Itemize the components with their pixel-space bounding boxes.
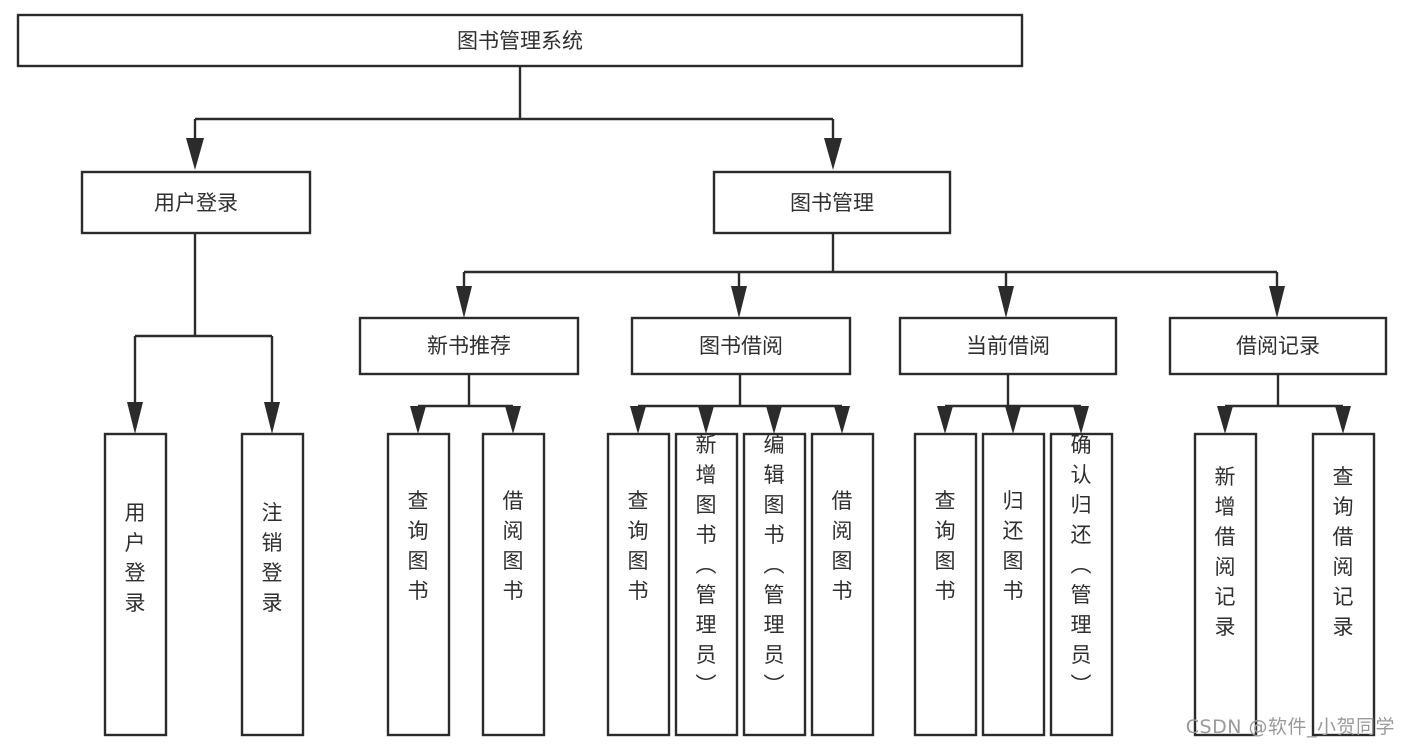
connector-group (127, 66, 1351, 434)
node-current-borrow-box[interactable] (898, 316, 1118, 376)
leaf-user-login-label: 用户登录 (125, 501, 146, 615)
arrow-current-borrow (998, 286, 1014, 318)
node-root-label: 图书管理系统 (457, 29, 583, 53)
leaf-bookborrow-query-book-box[interactable] (606, 432, 671, 737)
node-book-management-box[interactable] (712, 170, 952, 235)
node-book-management-label: 图书管理 (790, 191, 874, 215)
node-new-book-recommend[interactable]: 新书推荐 (358, 316, 580, 376)
node-book-borrow[interactable]: 图书借阅 (630, 316, 852, 376)
node-user-login-label: 用户登录 (154, 191, 238, 215)
arrow-leaf-user-login (127, 402, 143, 434)
leaf-currentborrow-confirm-return-label: 确认归还︵管理员︶ (1071, 433, 1092, 697)
leaf-bookborrow-edit-book-label: 编辑图书︵管理员︶ (764, 433, 785, 697)
arrow-book-borrow (731, 286, 747, 318)
node-new-book-recommend-label: 新书推荐 (427, 334, 511, 358)
arrow-currentborrow-leaf3 (1073, 406, 1089, 434)
leaf-user-login-box[interactable] (103, 432, 168, 737)
leaf-logout-label: 注销登录 (262, 501, 283, 615)
leaf-bookborrow-borrow-book-box[interactable] (810, 432, 875, 737)
node-root-box[interactable] (16, 13, 1024, 68)
arrow-bookborrow-leaf3 (766, 406, 782, 434)
leaf-logout-box[interactable] (240, 432, 305, 737)
arrow-newbook-leaf2 (505, 406, 521, 434)
leaf-newbook-borrow-book[interactable]: 借阅图书 (481, 432, 546, 737)
arrow-bookborrow-leaf4 (834, 406, 850, 434)
node-book-borrow-box[interactable] (630, 316, 852, 376)
leaf-newbook-borrow-book-label: 借阅图书 (503, 489, 524, 603)
arrow-borrowrecord-leaf1 (1217, 406, 1233, 434)
arrow-book-manage (824, 138, 842, 170)
leaf-bookborrow-borrow-book[interactable]: 借阅图书 (810, 432, 875, 737)
arrow-newbook-leaf1 (410, 406, 426, 434)
arrow-bookborrow-leaf1 (630, 406, 646, 434)
leaf-borrowrecord-add-record-label: 新增借阅记录 (1215, 465, 1236, 639)
leaf-newbook-query-book-label: 查询图书 (408, 489, 429, 603)
node-book-borrow-label: 图书借阅 (699, 334, 783, 358)
leaf-currentborrow-confirm-return[interactable]: 确认归还︵管理员︶ (1049, 432, 1114, 737)
leaf-borrowrecord-add-record[interactable]: 新增借阅记录 (1193, 432, 1258, 737)
leaf-borrowrecord-add-record-box[interactable] (1193, 432, 1258, 737)
node-current-borrow-label: 当前借阅 (966, 334, 1050, 358)
leaf-borrowrecord-query-record-box[interactable] (1311, 432, 1376, 737)
leaf-bookborrow-query-book-label: 查询图书 (628, 489, 649, 603)
leaf-bookborrow-add-book-label: 新增图书︵管理员︶ (696, 433, 717, 697)
node-borrow-record-box[interactable] (1168, 316, 1388, 376)
leaf-currentborrow-query-book-label: 查询图书 (935, 489, 956, 603)
arrow-currentborrow-leaf1 (937, 406, 953, 434)
leaf-bookborrow-borrow-book-label: 借阅图书 (832, 489, 853, 603)
leaf-currentborrow-confirm-return-box[interactable] (1049, 432, 1114, 737)
leaf-bookborrow-query-book[interactable]: 查询图书 (606, 432, 671, 737)
node-borrow-record[interactable]: 借阅记录 (1168, 316, 1388, 376)
leaf-borrowrecord-query-record[interactable]: 查询借阅记录 (1311, 432, 1376, 737)
leaf-logout[interactable]: 注销登录 (240, 432, 305, 737)
leaf-newbook-query-book[interactable]: 查询图书 (386, 432, 451, 737)
leaf-bookborrow-edit-book-box[interactable] (742, 432, 807, 737)
leaf-bookborrow-add-book[interactable]: 新增图书︵管理员︶ (674, 432, 739, 737)
node-root[interactable]: 图书管理系统 (16, 13, 1024, 68)
leaf-user-login[interactable]: 用户登录 (103, 432, 168, 737)
node-user-login-box[interactable] (80, 170, 312, 235)
node-user-login[interactable]: 用户登录 (80, 170, 312, 235)
leaf-currentborrow-query-book[interactable]: 查询图书 (913, 432, 978, 737)
arrow-currentborrow-leaf2 (1005, 406, 1021, 434)
leaf-bookborrow-edit-book[interactable]: 编辑图书︵管理员︶ (742, 432, 807, 737)
arrow-borrowrecord-leaf2 (1335, 406, 1351, 434)
node-new-book-recommend-box[interactable] (358, 316, 580, 376)
arrow-new-book (456, 286, 472, 318)
arrow-borrow-record (1269, 286, 1285, 318)
arrow-user-login (186, 138, 204, 170)
leaf-currentborrow-return-book-label: 归还图书 (1003, 489, 1024, 603)
leaf-newbook-borrow-book-box[interactable] (481, 432, 546, 737)
leaf-currentborrow-return-book-box[interactable] (981, 432, 1046, 737)
node-current-borrow[interactable]: 当前借阅 (898, 316, 1118, 376)
leaf-currentborrow-return-book[interactable]: 归还图书 (981, 432, 1046, 737)
leaf-currentborrow-query-book-box[interactable] (913, 432, 978, 737)
node-borrow-record-label: 借阅记录 (1236, 334, 1320, 358)
arrow-bookborrow-leaf2 (698, 406, 714, 434)
leaf-bookborrow-add-book-box[interactable] (674, 432, 739, 737)
node-book-management[interactable]: 图书管理 (712, 170, 952, 235)
arrow-leaf-logout (264, 402, 280, 434)
leaf-newbook-query-book-box[interactable] (386, 432, 451, 737)
leaf-borrowrecord-query-record-label: 查询借阅记录 (1333, 465, 1354, 639)
